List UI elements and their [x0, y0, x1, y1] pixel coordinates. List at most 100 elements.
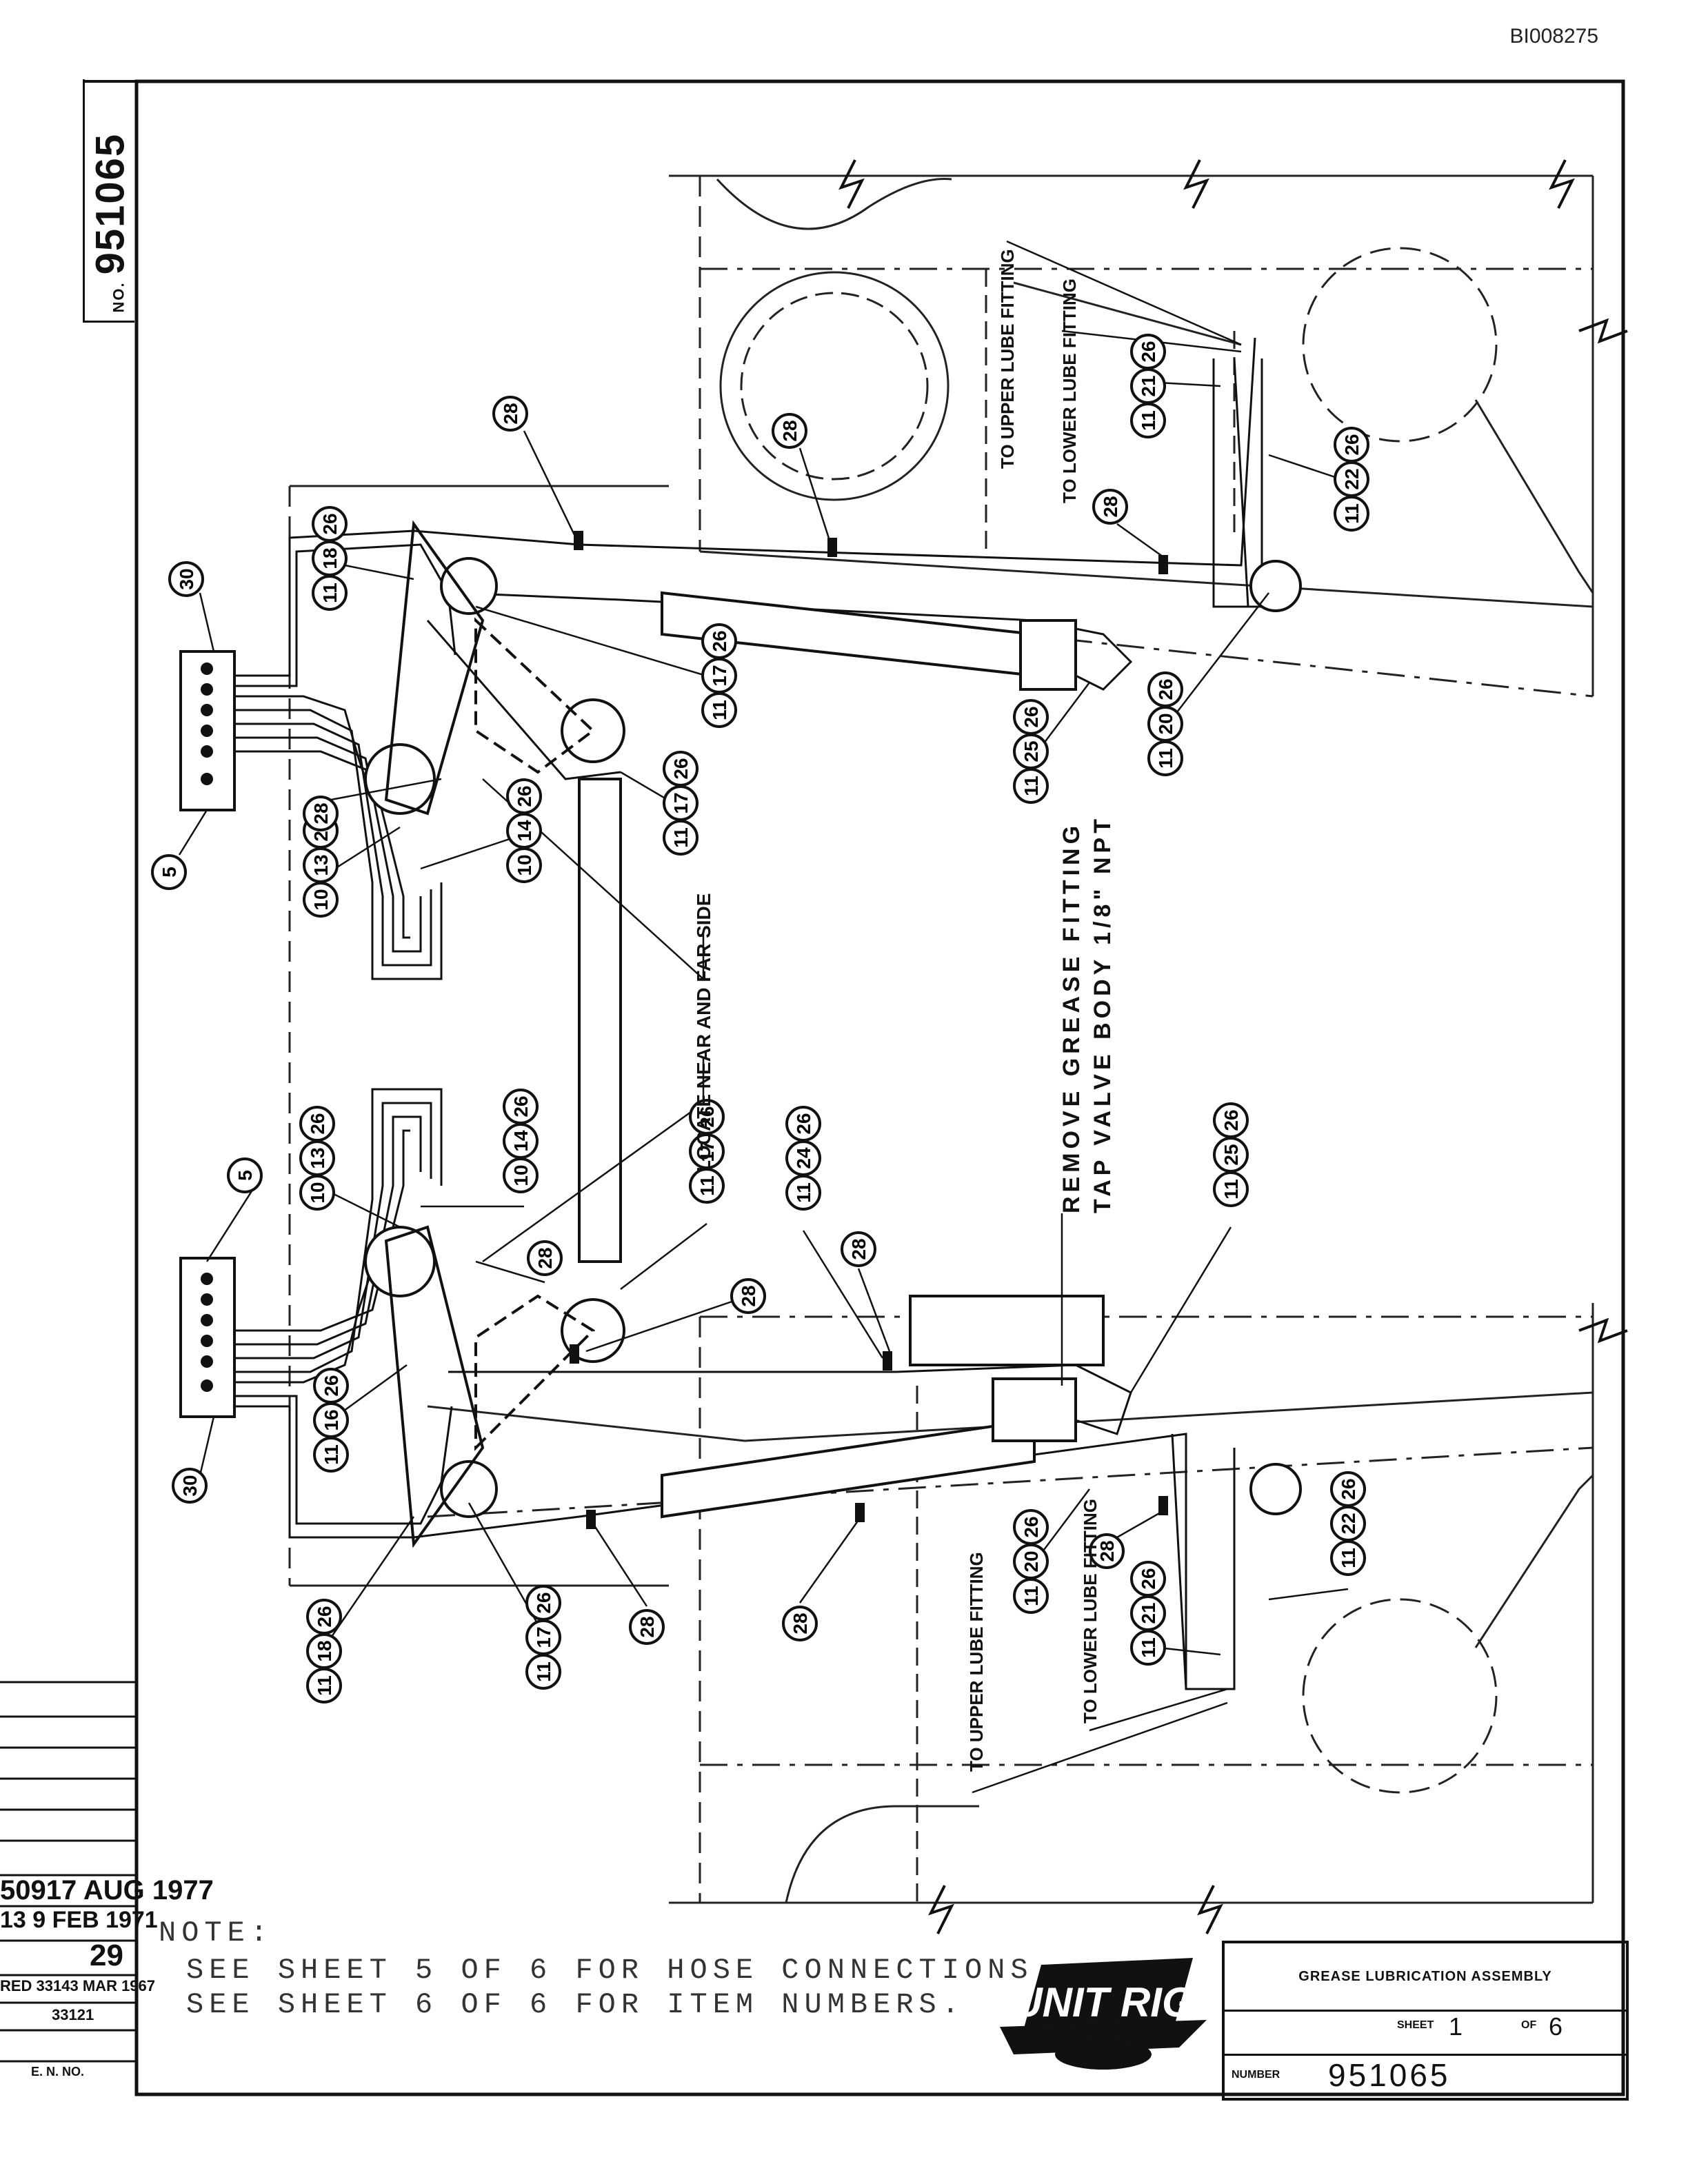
balloon-group: 28 [1092, 489, 1128, 525]
balloon-circle [306, 1599, 342, 1635]
hydraulic-cylinders [578, 591, 1105, 1519]
balloon-number: 28 [738, 1285, 759, 1306]
balloon-number: 5 [159, 867, 180, 878]
balloon-number: 11 [1021, 1586, 1042, 1606]
balloon-number: 26 [1338, 1478, 1359, 1499]
balloon-number: 10 [514, 854, 535, 876]
balloon-number: 28 [790, 1612, 811, 1634]
balloon-number: 18 [319, 547, 341, 569]
balloon-circle [503, 1089, 539, 1124]
balloon-number: 26 [1220, 1109, 1242, 1131]
revision-row-2: 13 9 FEB 1971 [0, 1907, 158, 1933]
balloon-number: 17 [709, 665, 730, 686]
balloon-group: 28 [841, 1231, 876, 1267]
balloon-circle [772, 413, 807, 449]
balloon-number: 26 [533, 1592, 554, 1613]
balloon-circle [299, 1106, 335, 1142]
balloon-number: 14 [514, 820, 535, 842]
balloon-circle [312, 506, 348, 542]
sheet-number: 1 [1449, 2012, 1463, 2041]
revision-row-6: E. N. NO. [31, 2065, 85, 2079]
balloon-circle [782, 1606, 818, 1641]
balloon-number: 11 [1138, 1637, 1159, 1658]
balloon-circle [841, 1231, 876, 1267]
pivot-joints [364, 520, 1302, 1548]
balloon-number: 16 [321, 1409, 342, 1430]
of-label: OF [1521, 2019, 1537, 2031]
label-tap-valve: TAP VALVE BODY 1/8" NPT [1089, 815, 1116, 1213]
balloon-number: 13 [307, 1147, 328, 1169]
balloon-number: 20 [1155, 713, 1176, 734]
balloon-number: 24 [793, 1147, 814, 1169]
balloon-number: 11 [1155, 748, 1176, 769]
balloon-number: 28 [779, 420, 801, 441]
label-remove-grease: REMOVE GREASE FITTING [1058, 822, 1085, 1213]
balloon-number: 26 [696, 1106, 718, 1127]
balloon-circle [1013, 699, 1049, 735]
balloon-circle [1334, 427, 1369, 463]
drawing-title: GREASE LUBRICATION ASSEMBLY [1225, 1943, 1626, 2012]
balloon-number: 10 [510, 1164, 532, 1186]
balloon-number: 26 [1021, 1516, 1042, 1537]
balloon-number: 26 [514, 785, 535, 807]
revision-row-3: 29 [90, 1939, 123, 1972]
rotated-labels: TO UPPER LUBE FITTING TO LOWER LUBE FITT… [693, 249, 1116, 1772]
balloon-number: 26 [793, 1113, 814, 1134]
notes-heading: NOTE: [159, 1917, 274, 1950]
balloon-group: 28 [772, 413, 807, 449]
balloon-number: 28 [1096, 1540, 1118, 1561]
balloon-number: 28 [310, 802, 332, 824]
balloon-number: 26 [1138, 341, 1159, 362]
balloon-circle [663, 751, 699, 787]
balloon-group: 28 [303, 796, 339, 831]
number-row: NUMBER 951065 [1225, 2054, 1626, 2098]
balloon-group: 30 [172, 1468, 208, 1504]
balloon-group: 28 [782, 1606, 818, 1641]
balloon-number: 22 [1338, 1513, 1359, 1534]
balloon-number: 11 [1021, 776, 1042, 796]
balloon-number: 30 [179, 1475, 201, 1496]
title-block: GREASE LUBRICATION ASSEMBLY SHEET 1 OF 6… [1222, 1941, 1629, 2101]
balloon-number: 26 [1155, 678, 1176, 700]
balloon-number: 17 [533, 1626, 554, 1648]
balloon-circle [506, 778, 542, 814]
notes-line-1: SEE SHEET 5 OF 6 FOR HOSE CONNECTIONS [186, 1954, 1034, 1987]
balloon-number: 26 [1138, 1568, 1159, 1589]
logo-text: UNIT RIG [1012, 1979, 1194, 2025]
balloon-number: 11 [709, 700, 730, 720]
balloon-number: 11 [314, 1675, 335, 1696]
balloon-circle [629, 1609, 665, 1645]
balloon-circle [1092, 489, 1128, 525]
balloon-number: 28 [500, 403, 521, 424]
balloon-number: 21 [1138, 375, 1159, 396]
unit-rig-logo: UNIT RIG [1000, 1958, 1207, 2070]
balloon-circle [1330, 1471, 1366, 1507]
balloon-number: 26 [1341, 434, 1363, 455]
sheet-total: 6 [1549, 2012, 1563, 2041]
balloon-number: 26 [670, 758, 692, 779]
balloon-circle [303, 796, 339, 831]
label-upper-lube-top: TO UPPER LUBE FITTING [997, 249, 1018, 469]
balloon-number: 11 [1341, 503, 1363, 524]
drawing-number-tab: NO.951065 [83, 79, 134, 323]
balloon-number: 14 [510, 1130, 532, 1152]
balloon-circle [1213, 1102, 1249, 1138]
balloon-circle [313, 1368, 349, 1404]
item-balloons: 2830111826281117261117261014261013262851… [151, 334, 1369, 1703]
revision-row-4: RED 33143 MAR 1967 [0, 1977, 156, 1994]
balloon-number: 10 [310, 889, 332, 910]
balloon-circle [730, 1278, 766, 1314]
balloon-circle [785, 1106, 821, 1142]
balloon-number: 26 [307, 1113, 328, 1134]
balloon-circle [1147, 671, 1183, 707]
balloon-number: 25 [1220, 1144, 1242, 1165]
balloon-circle [1130, 334, 1166, 370]
label-lower-lube-top: TO LOWER LUBE FITTING [1059, 279, 1080, 503]
break-marks [838, 159, 1628, 1934]
balloon-circle [492, 396, 528, 432]
